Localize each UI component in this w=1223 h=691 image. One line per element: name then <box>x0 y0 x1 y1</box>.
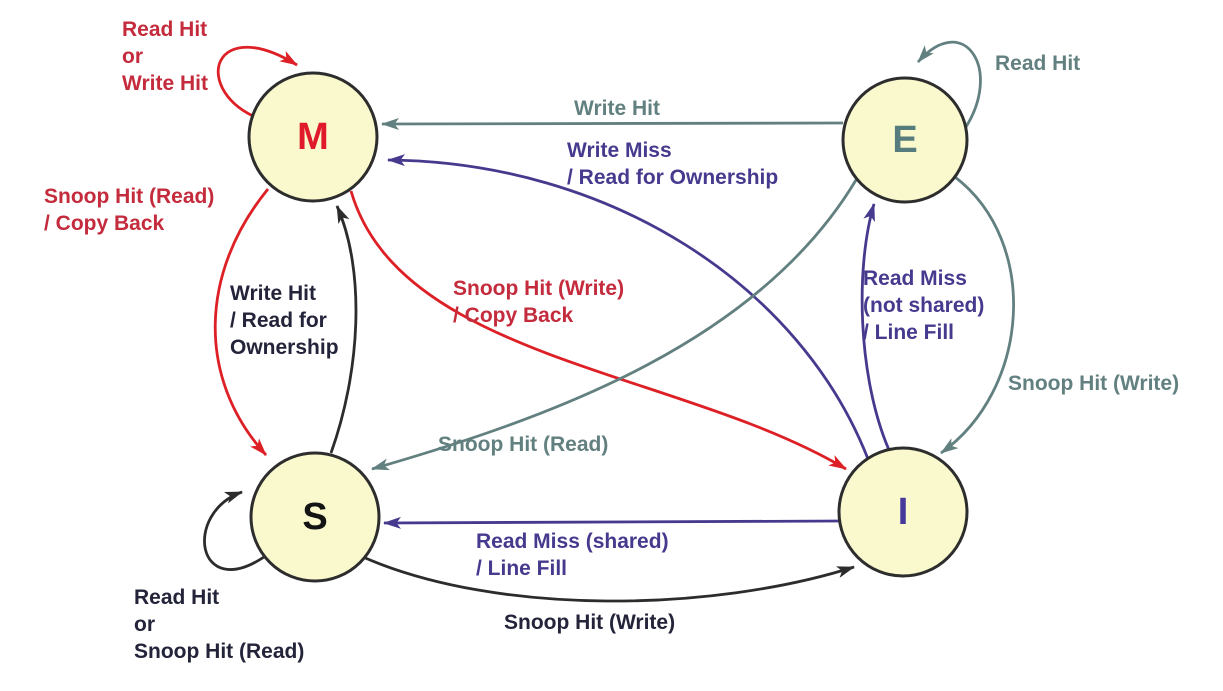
state-circle-m <box>247 71 379 203</box>
transition-arrow-i-to-s <box>383 516 840 529</box>
transition-label-s-to-m: Write Hit / Read for Ownership <box>230 282 339 359</box>
transition-arrow-s-to-i <box>362 555 855 603</box>
state-label-s: S <box>302 495 328 538</box>
transition-label-m-to-s: Snoop Hit (Read) / Copy Back <box>44 185 215 235</box>
transition-arrow-e-to-i <box>940 175 1015 455</box>
transition-arrow-m-self <box>216 45 298 118</box>
state-circle-e <box>841 76 969 204</box>
transition-label-s-to-i: Snoop Hit (Write) <box>504 611 676 634</box>
state-circle-i <box>837 446 969 578</box>
transition-label-m-self: Read Hit or Write Hit <box>122 18 208 95</box>
transition-label-s-self: Read Hit or Snoop Hit (Read) <box>134 586 305 663</box>
transition-arrow-i-to-e <box>860 203 891 451</box>
transition-arrow-m-to-s <box>213 188 270 456</box>
transition-arrow-m-to-i <box>349 190 847 471</box>
transition-label-e-self: Read Hit <box>995 52 1081 75</box>
transition-label-e-to-m: Write Hit <box>574 97 660 120</box>
transition-arrow-i-to-m <box>387 154 870 460</box>
transition-arrow-s-self <box>203 490 265 571</box>
state-circle-s <box>249 451 381 583</box>
transition-label-e-to-i: Snoop Hit (Write) <box>1008 372 1180 395</box>
transition-arrow-e-self <box>916 40 982 131</box>
state-label-i: I <box>897 490 909 533</box>
transition-arrow-s-to-m <box>329 205 358 454</box>
transition-arrow-e-to-m <box>381 117 844 130</box>
transition-label-m-to-i: Snoop Hit (Write) / Copy Back <box>453 277 625 327</box>
transition-arrow-e-to-s <box>371 179 858 471</box>
transition-label-i-to-s: Read Miss (shared) / Line Fill <box>476 530 669 580</box>
transition-label-e-to-s: Snoop Hit (Read) <box>438 433 609 456</box>
state-label-m: M <box>297 115 329 158</box>
transition-label-i-to-e: Read Miss (not shared) / Line Fill <box>863 267 985 344</box>
transition-label-i-to-m: Write Miss / Read for Ownership <box>567 139 779 189</box>
state-label-e: E <box>892 118 918 161</box>
